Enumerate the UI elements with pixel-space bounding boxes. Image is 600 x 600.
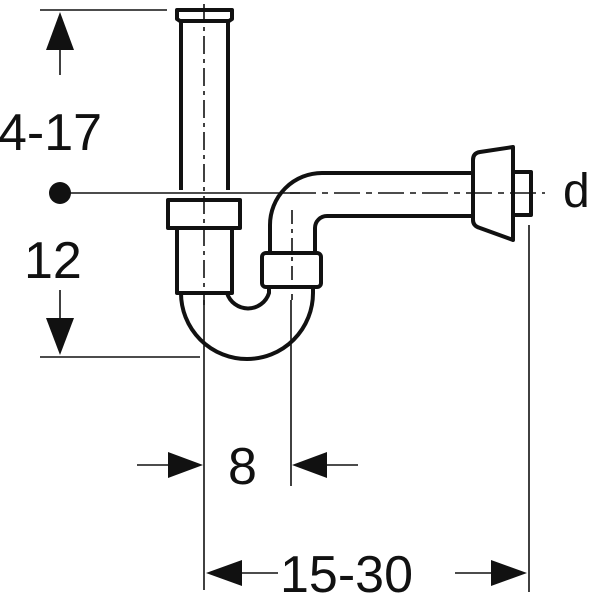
arrow-left-icon	[206, 560, 242, 586]
elbow-outer	[268, 171, 473, 253]
center-height-label: 12	[24, 232, 82, 290]
diameter-label: d	[563, 165, 590, 218]
u-bend-outer	[179, 288, 315, 361]
center-lines	[203, 4, 545, 305]
center-dot-icon	[49, 182, 71, 204]
wall-distance-label: 15-30	[280, 546, 413, 600]
arrowheads	[46, 12, 527, 586]
height-adjust-label: 4-17	[0, 104, 102, 162]
arrow-right-icon	[491, 560, 527, 586]
wall-rosette	[471, 145, 515, 242]
pipe-spacing-label: 8	[228, 438, 257, 496]
arrow-down-icon	[46, 318, 74, 355]
dimension-lines	[40, 9, 530, 592]
arrow-left-icon	[292, 452, 327, 478]
arrow-up-icon	[46, 12, 74, 50]
arrow-right-icon	[168, 452, 203, 478]
elbow-inner	[313, 214, 473, 253]
siphon-outline	[166, 8, 533, 361]
u-bend-inner	[225, 288, 271, 311]
